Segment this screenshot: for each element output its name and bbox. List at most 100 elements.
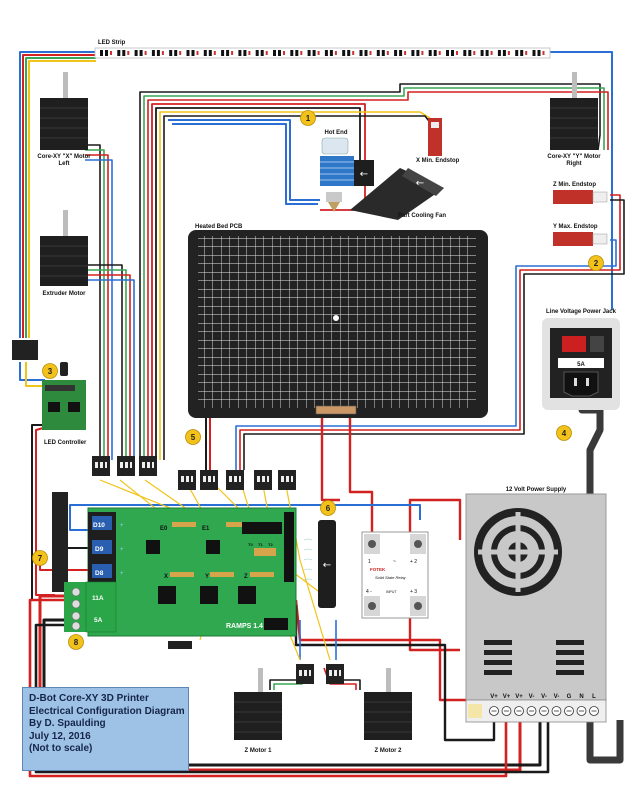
z-motor-1: Z Motor 1	[234, 668, 282, 754]
led-controller: LED Controller	[12, 340, 87, 446]
callout-badge: 4	[556, 425, 572, 441]
driver-y-label: Y	[205, 574, 209, 580]
y-motor-label: Core-XY "Y" Motor	[547, 154, 601, 160]
stepper-motor-icon	[550, 98, 598, 150]
psu-terminal-label: V+	[515, 694, 523, 700]
part-cooling-fan-label: Part Cooling Fan	[398, 213, 446, 219]
connector-icon	[278, 470, 296, 490]
callouts: 1 2 3 4 5 6 7 8	[32, 110, 604, 650]
ssr-label: Solid State Relay	[375, 575, 407, 580]
x-min-endstop: X Min. Endstop	[416, 118, 460, 164]
terminal-11a-label: 11A	[92, 595, 104, 602]
svg-text:+: +	[120, 523, 124, 529]
hot-end: ← Hot End	[320, 130, 374, 212]
heated-bed: Heated Bed PCB	[188, 224, 488, 418]
connector-icon	[326, 664, 344, 684]
svg-text:1: 1	[306, 114, 311, 123]
y-motor-sublabel: Right	[566, 161, 581, 167]
heatsink-module: ←	[303, 520, 336, 608]
led-controller-label: LED Controller	[44, 440, 87, 446]
z-min-endstop: Z Min. Endstop	[553, 182, 608, 204]
z-min-endstop-label: Z Min. Endstop	[553, 182, 596, 188]
connector-icon	[296, 664, 314, 684]
t2-label: T2	[268, 542, 273, 547]
ramps-label: RAMPS 1.4	[226, 623, 263, 630]
title-line-4: July 12, 2016	[29, 730, 91, 742]
connector-icon	[200, 470, 218, 490]
ssr-terminal-input: INPUT	[386, 590, 397, 594]
led-strip: LED Strip	[94, 40, 551, 59]
extruder-motor-label: Extruder Motor	[42, 291, 86, 297]
x-motor-left: Core-XY "X" Motor Left	[37, 72, 91, 167]
svg-text:4: 4	[562, 429, 567, 438]
fuse-icon	[558, 358, 604, 368]
psu-terminal-label: V-	[554, 694, 560, 700]
x-min-endstop-label: X Min. Endstop	[416, 158, 460, 164]
svg-text:←: ←	[323, 560, 331, 571]
title-line-3: By D. Spaulding	[29, 718, 106, 729]
callout-badge: 6	[320, 500, 336, 516]
svg-text:2: 2	[594, 259, 599, 268]
title-line-1: D-Bot Core-XY 3D Printer	[29, 693, 149, 704]
svg-text:5: 5	[191, 433, 196, 442]
y-motor-right: Core-XY "Y" Motor Right	[547, 72, 601, 167]
ssr-terminal-ac: ~	[393, 559, 396, 565]
z-motor-2-label: Z Motor 2	[375, 748, 403, 754]
connector-row	[92, 456, 344, 684]
title-block: D-Bot Core-XY 3D Printer Electrical Conf…	[22, 687, 189, 771]
z-motor-1-label: Z Motor 1	[245, 748, 273, 754]
connector-icon	[139, 456, 157, 476]
hot-end-label: Hot End	[325, 130, 348, 136]
fuse-label: 5A	[577, 362, 585, 368]
ssr-terminal-3: + 3	[410, 589, 417, 595]
t1-label: T1	[258, 542, 263, 547]
callout-badge: 7	[32, 550, 48, 566]
svg-text:3: 3	[48, 367, 53, 376]
connector-icon	[178, 470, 196, 490]
svg-text:+: +	[120, 547, 124, 553]
d10-label: D10	[93, 522, 105, 529]
psu-terminal-label: V+	[503, 694, 511, 700]
x-motor-sublabel: Left	[59, 161, 70, 167]
callout-badge: 3	[42, 363, 58, 379]
driver-x-label: X	[164, 574, 168, 580]
y-max-endstop: Y Max. Endstop	[553, 224, 608, 246]
stepper-motor-icon	[40, 236, 88, 286]
connector-icon	[92, 456, 110, 476]
x-motor-label: Core-XY "X" Motor	[37, 154, 91, 160]
svg-text:7: 7	[38, 554, 43, 563]
psu-terminal-label: V-	[529, 694, 535, 700]
connector-icon	[254, 470, 272, 490]
psu-terminal-label: N	[579, 694, 583, 700]
t0-label: T0	[248, 542, 253, 547]
line-voltage-power-jack: 5A Line Voltage Power Jack	[542, 309, 620, 410]
ramps-board: D10 D9 D8 +++ E0 E1 X Y Z T0 T1 T2 RAMPS…	[52, 492, 297, 649]
connector-icon	[12, 340, 38, 360]
ssr-terminal-2: + 2	[410, 559, 417, 565]
callout-badge: 2	[588, 255, 604, 271]
ssr-brand: FOTEK	[370, 567, 386, 572]
terminal-5a-label: 5A	[94, 617, 103, 624]
connector-icon	[226, 470, 244, 490]
power-supply-label: 12 Volt Power Supply	[506, 487, 567, 493]
part-cooling-fan: ← Part Cooling Fan	[350, 168, 446, 220]
title-line-2: Electrical Configuration Diagram	[29, 705, 185, 717]
switch-icon	[562, 336, 586, 352]
callout-badge: 5	[185, 429, 201, 445]
connector-icon	[117, 456, 135, 476]
extruder-motor: Extruder Motor	[40, 210, 88, 297]
e1-label: E1	[202, 526, 210, 532]
psu-terminal-label: L	[592, 694, 596, 700]
hotend-icon	[320, 156, 354, 186]
power-supply: V+ V+ V+ V- V- V- G N L 12 Volt Power Supply	[465, 487, 607, 723]
svg-text:8: 8	[74, 638, 79, 647]
callout-badge: 1	[300, 110, 316, 126]
ssr-terminal-1: 1	[368, 559, 371, 565]
d9-label: D9	[95, 546, 104, 553]
psu-terminal-label: V-	[541, 694, 547, 700]
psu-terminal-label: G	[567, 694, 572, 700]
ssr-terminal-4: 4 -	[366, 589, 372, 595]
svg-text:6: 6	[326, 504, 331, 513]
psu-terminal-label: V+	[490, 694, 498, 700]
